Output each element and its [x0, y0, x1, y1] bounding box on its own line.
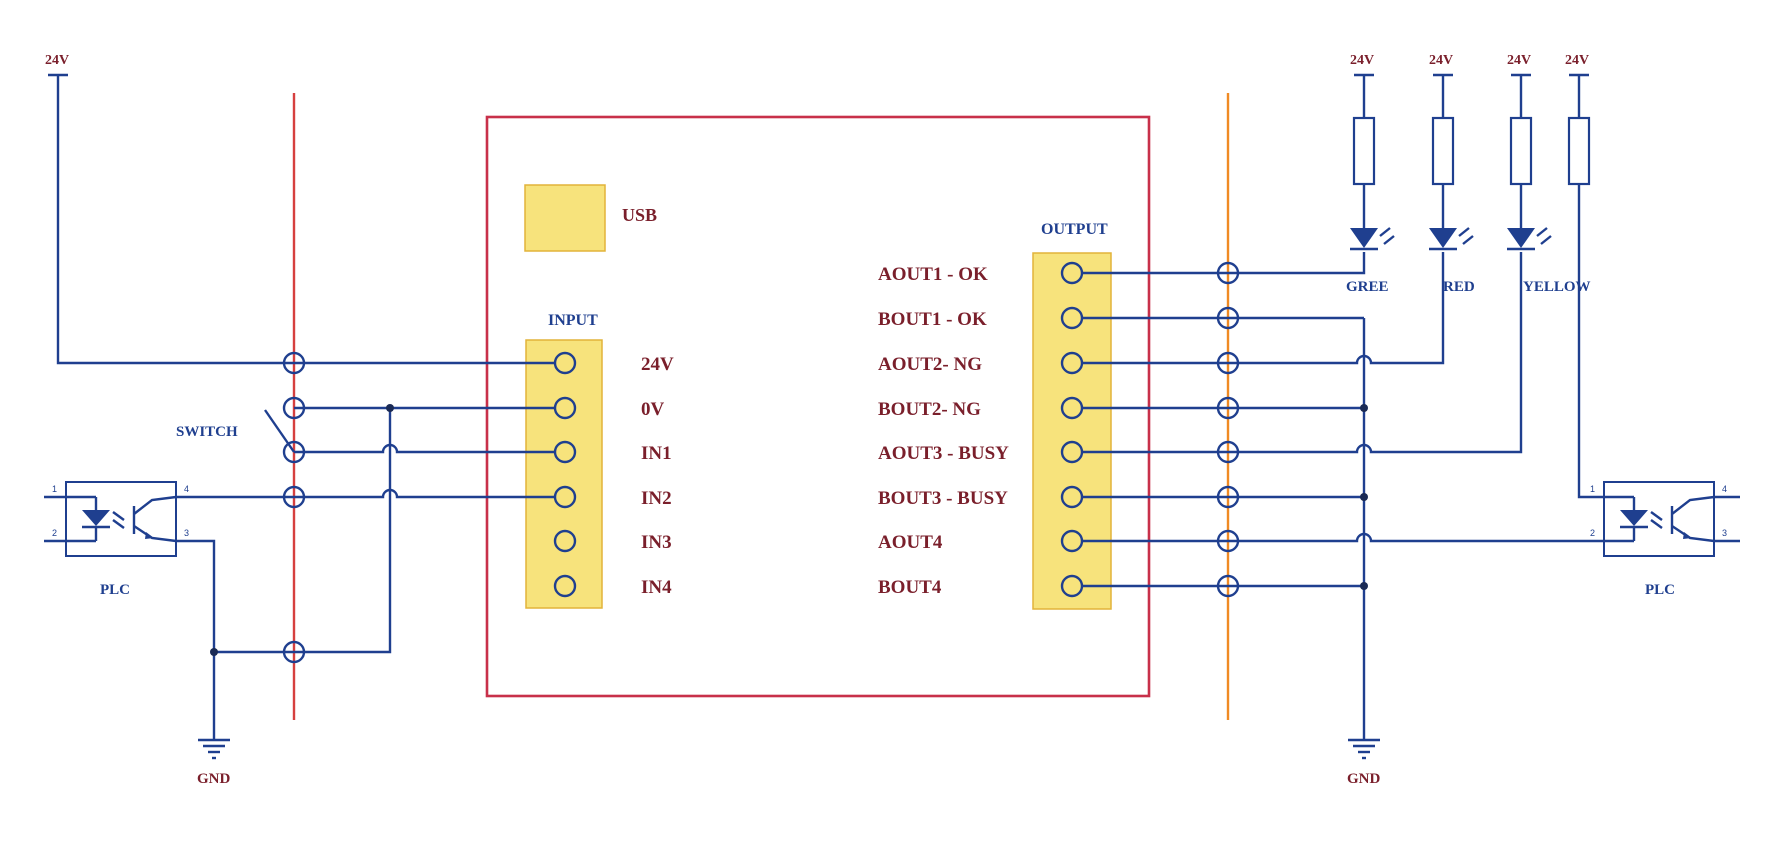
vcc-label: 24V: [1350, 53, 1374, 68]
left-wiring: [44, 73, 555, 740]
ground-symbol-left: [198, 738, 230, 760]
right-plc-optocoupler: [1603, 481, 1740, 557]
output-pin-label: AOUT4: [878, 532, 943, 553]
plc-label-right: PLC: [1645, 582, 1675, 598]
output-title: OUTPUT: [1041, 221, 1108, 238]
input-pin-labels: 24V 0V IN1 IN2 IN3 IN4: [641, 354, 674, 598]
led-label-green: GREE: [1346, 279, 1389, 295]
usb-port: [524, 184, 606, 252]
usb-label: USB: [622, 205, 657, 225]
plc-label-left: PLC: [100, 582, 130, 598]
input-pin-label: 24V: [641, 354, 674, 375]
output-pin-label: AOUT3 - BUSY: [878, 443, 1009, 464]
plc-pin-label: 3: [1722, 528, 1727, 538]
vcc-label: 24V: [1565, 53, 1589, 68]
vcc-label: 24V: [1507, 53, 1531, 68]
input-pin-label: 0V: [641, 399, 665, 420]
right-wiring: [1082, 252, 1604, 740]
output-pin-label: BOUT1 - OK: [878, 309, 987, 330]
input-terminal-in4: [553, 574, 577, 598]
plc-pin-label: 1: [52, 484, 57, 494]
output-pin-label: BOUT4: [878, 577, 942, 598]
output-pin-label: AOUT2- NG: [878, 354, 982, 375]
vcc-label-left: 24V: [45, 53, 69, 68]
switch-label: SWITCH: [176, 424, 238, 440]
plc-pin-label: 4: [184, 484, 189, 494]
plc-pin-label: 2: [1590, 528, 1595, 538]
ground-symbol-right: [1348, 738, 1380, 760]
plc-pin-label: 2: [52, 528, 57, 538]
device-box: [485, 115, 1151, 698]
gnd-label-left: GND: [197, 771, 231, 787]
led-branches: [1350, 73, 1604, 499]
input-pin-label: IN1: [641, 443, 672, 464]
output-pin-label: BOUT3 - BUSY: [878, 488, 1008, 509]
plc-pin-label: 4: [1722, 484, 1727, 494]
input-pin-label: IN4: [641, 577, 672, 598]
output-pin-label: AOUT1 - OK: [878, 264, 988, 285]
output-pin-labels: AOUT1 - OK BOUT1 - OK AOUT2- NG BOUT2- N…: [878, 264, 1009, 598]
plc-pin-label: 1: [1590, 484, 1595, 494]
left-plc-optocoupler: [65, 481, 177, 557]
vcc-label: 24V: [1429, 53, 1453, 68]
input-pin-label: IN3: [641, 532, 672, 553]
gnd-label-right: GND: [1347, 771, 1381, 787]
output-pin-label: BOUT2- NG: [878, 399, 981, 420]
input-terminal-block: [525, 339, 603, 609]
input-pin-label: IN2: [641, 488, 672, 509]
input-terminal-in3: [553, 529, 577, 553]
output-terminals: [1060, 261, 1084, 598]
plc-pin-label: 3: [184, 528, 189, 538]
input-title: INPUT: [548, 312, 598, 329]
led-label-yellow: YELLOW: [1523, 279, 1591, 295]
output-terminal-block: [1032, 252, 1112, 610]
led-label-red: RED: [1443, 279, 1475, 295]
